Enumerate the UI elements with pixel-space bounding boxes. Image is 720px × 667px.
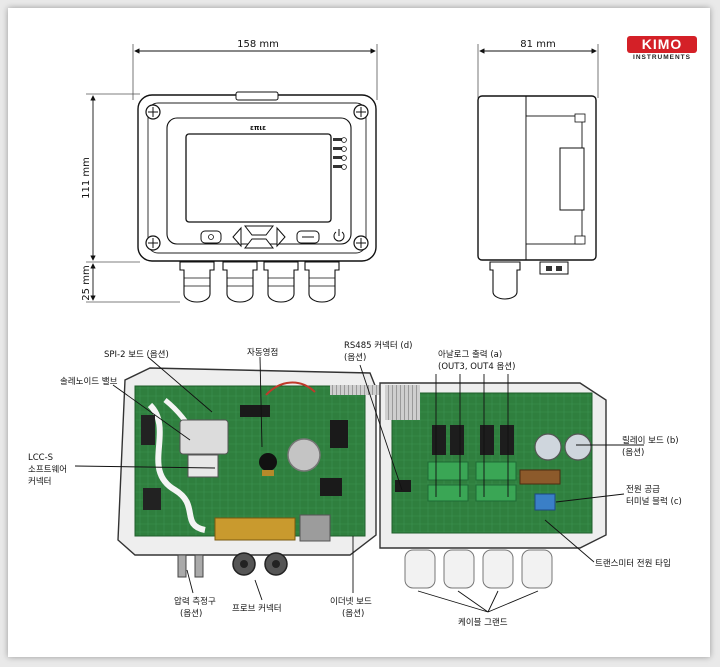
up-key-icon[interactable] (243, 225, 275, 236)
depth-label: 81 mm (520, 39, 555, 50)
label-relay-option: (옵션) (622, 447, 644, 458)
kimo-logo: KIMO INSTRUMENTS (627, 36, 697, 63)
label-power: 전원 공급 (626, 484, 660, 495)
label-pressure-option: (옵션) (180, 608, 202, 619)
internal-cable-glands (404, 549, 553, 589)
display-screen (185, 133, 332, 223)
label-ethernet-option: (옵션) (342, 608, 364, 619)
height-label: 111 mm (81, 157, 92, 199)
width-label: 158 mm (237, 39, 279, 50)
callout-leaders (74, 356, 644, 613)
label-pressure: 압력 측정구 (174, 596, 216, 607)
callout-labels: SPI-2 보드 (옵션) 자동영점 RS485 커넥터 (d) (옵션) 아날… (28, 340, 682, 628)
label-auto-zero: 자동영점 (247, 347, 278, 358)
label-lccs: LCC-S (28, 453, 53, 463)
screw-hole-icons (145, 104, 369, 251)
label-rs485-option: (옵션) (344, 352, 366, 363)
internal-left-board (117, 367, 385, 578)
label-ethernet: 이더넷 보드 (330, 596, 372, 607)
label-solenoid: 솔레노이드 밸브 (60, 376, 118, 387)
label-relay: 릴레이 보드 (b) (622, 435, 679, 446)
status-led-icons (333, 137, 347, 170)
label-analog: 아날로그 출력 (a) (438, 349, 502, 360)
front-view: 158 mm 111 mm 25 mm επιε (81, 39, 378, 303)
label-spi2: SPI-2 보드 (옵션) (104, 349, 169, 360)
label-cable-gland: 케이블 그랜드 (458, 617, 508, 628)
power-icon (333, 231, 345, 242)
gland-height-label: 25 mm (81, 265, 92, 300)
label-analog-option: (OUT3, OUT4 옵션) (438, 361, 515, 372)
kimo-logo-word: KIMO (627, 36, 697, 53)
internal-right-board (379, 382, 607, 589)
label-transmitter: 트랜스미터 전원 타입 (595, 558, 671, 569)
left-key-icon[interactable] (232, 226, 242, 248)
right-key-icon[interactable] (276, 226, 286, 248)
dimension-width: 158 mm (132, 39, 378, 100)
side-view: 81 mm (477, 39, 599, 300)
kimo-logo-tagline: INSTRUMENTS (633, 54, 691, 61)
label-power-terminal: 터미널 블럭 (c) (626, 496, 682, 507)
device-brand: επιε (250, 124, 266, 132)
label-rs485: RS485 커넥터 (d) (344, 340, 412, 351)
dimension-height: 111 mm 25 mm (81, 93, 180, 303)
ok-key[interactable] (200, 230, 222, 244)
label-lccs-software: 소프트웨어 (28, 464, 67, 475)
front-cable-glands (179, 261, 340, 303)
down-key-icon[interactable] (243, 238, 275, 249)
label-probe: 프로브 커넥터 (232, 603, 282, 614)
keypad (200, 225, 345, 249)
label-lccs-connector: 커넥터 (28, 476, 51, 487)
